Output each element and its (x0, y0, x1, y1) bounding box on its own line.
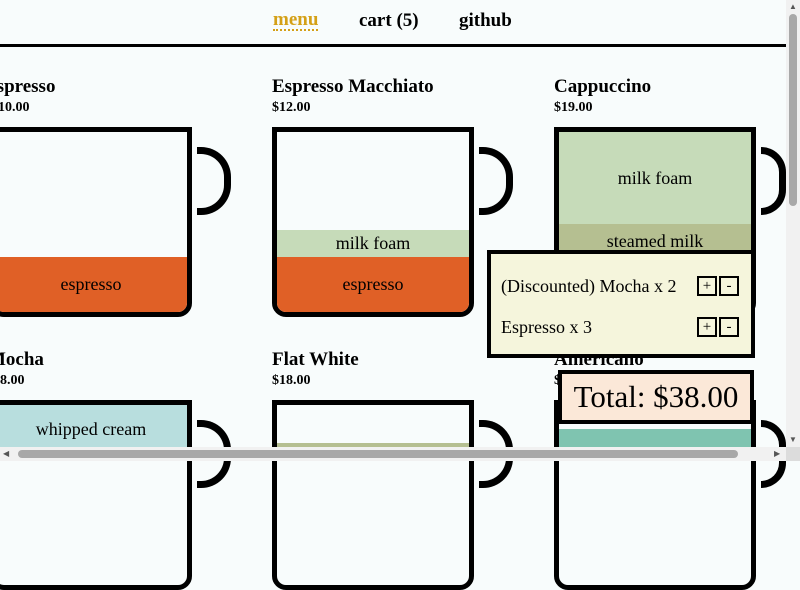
scroll-up-icon[interactable]: ▲ (789, 2, 797, 11)
cart-popup: (Discounted) Mocha x 2 + - Espresso x 3 … (487, 250, 755, 358)
cup-layer-espresso: espresso (277, 257, 469, 312)
coffee-cup[interactable]: whipped cream (0, 400, 192, 590)
cup-layer-milk-foam: milk foam (559, 132, 751, 224)
scroll-right-icon[interactable]: ▶ (774, 449, 781, 458)
item-name: Flat White (272, 349, 359, 370)
item-name: Espresso (0, 76, 56, 97)
nav-cart-link[interactable]: cart (5) (359, 10, 419, 31)
horizontal-scroll-thumb[interactable] (18, 450, 738, 458)
nav-github-link[interactable]: github (459, 10, 512, 31)
item-price: $18.00 (272, 373, 311, 388)
cup-layer-milk-foam: milk foam (277, 230, 469, 257)
cup-handle (197, 147, 231, 215)
scroll-down-icon[interactable]: ▼ (789, 435, 797, 444)
item-price: $10.00 (0, 100, 30, 115)
coffee-cup[interactable] (272, 400, 474, 590)
cup-layer-stripe (277, 443, 469, 447)
cart-total[interactable]: Total: $38.00 (558, 370, 754, 424)
item-name: Mocha (0, 349, 44, 370)
scrollbar-corner (786, 447, 800, 461)
cart-item-label: (Discounted) Mocha x 2 (501, 276, 677, 296)
coffee-cup[interactable] (554, 400, 756, 590)
coffee-cup[interactable]: espresso (0, 127, 192, 317)
increment-button[interactable]: + (697, 276, 717, 296)
cup-layer-espresso: espresso (0, 257, 187, 312)
vertical-scroll-thumb[interactable] (789, 14, 797, 206)
cart-item-label: Espresso x 3 (501, 317, 592, 337)
nav-menu-link[interactable]: menu (273, 9, 319, 31)
item-name: Cappuccino (554, 76, 652, 97)
coffee-cup[interactable]: milk foam espresso (272, 127, 474, 317)
decrement-button[interactable]: - (719, 276, 739, 296)
scroll-left-icon[interactable]: ◀ (3, 449, 10, 458)
item-price: $8.00 (0, 373, 25, 388)
item-price: $19.00 (554, 100, 593, 115)
increment-button[interactable]: + (697, 317, 717, 337)
item-price: $ (554, 373, 561, 389)
cup-layer-whipped-cream: whipped cream (0, 405, 187, 453)
item-price: $12.00 (272, 100, 311, 115)
top-nav: menu cart (5) github (0, 0, 786, 47)
decrement-button[interactable]: - (719, 317, 739, 337)
cup-handle (761, 147, 786, 215)
cup-handle (479, 147, 513, 215)
item-name: Espresso Macchiato (272, 76, 434, 97)
